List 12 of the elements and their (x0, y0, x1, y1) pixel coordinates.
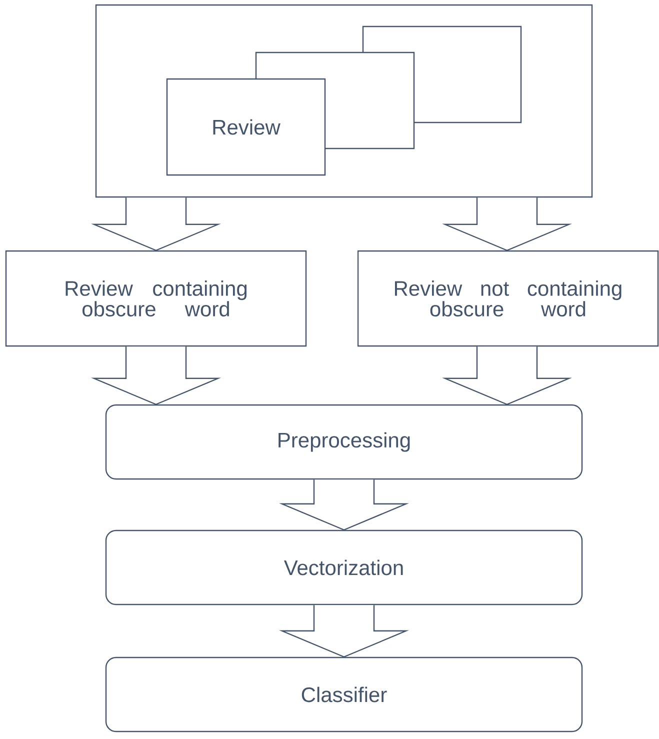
process-box: Classifier (105, 656, 583, 732)
block-arrow (91, 346, 221, 406)
block-arrow (279, 604, 409, 658)
process-box: Vectorization (105, 530, 583, 606)
category-box: Review containing obscure word (5, 250, 307, 347)
block-arrow (279, 479, 409, 531)
process-box: Preprocessing (105, 404, 583, 480)
category-box: Review not containing obscure word (357, 250, 659, 347)
block-arrow (91, 197, 221, 252)
block-arrow (442, 346, 572, 406)
block-arrow (442, 197, 572, 252)
review-card: Review (166, 78, 326, 176)
